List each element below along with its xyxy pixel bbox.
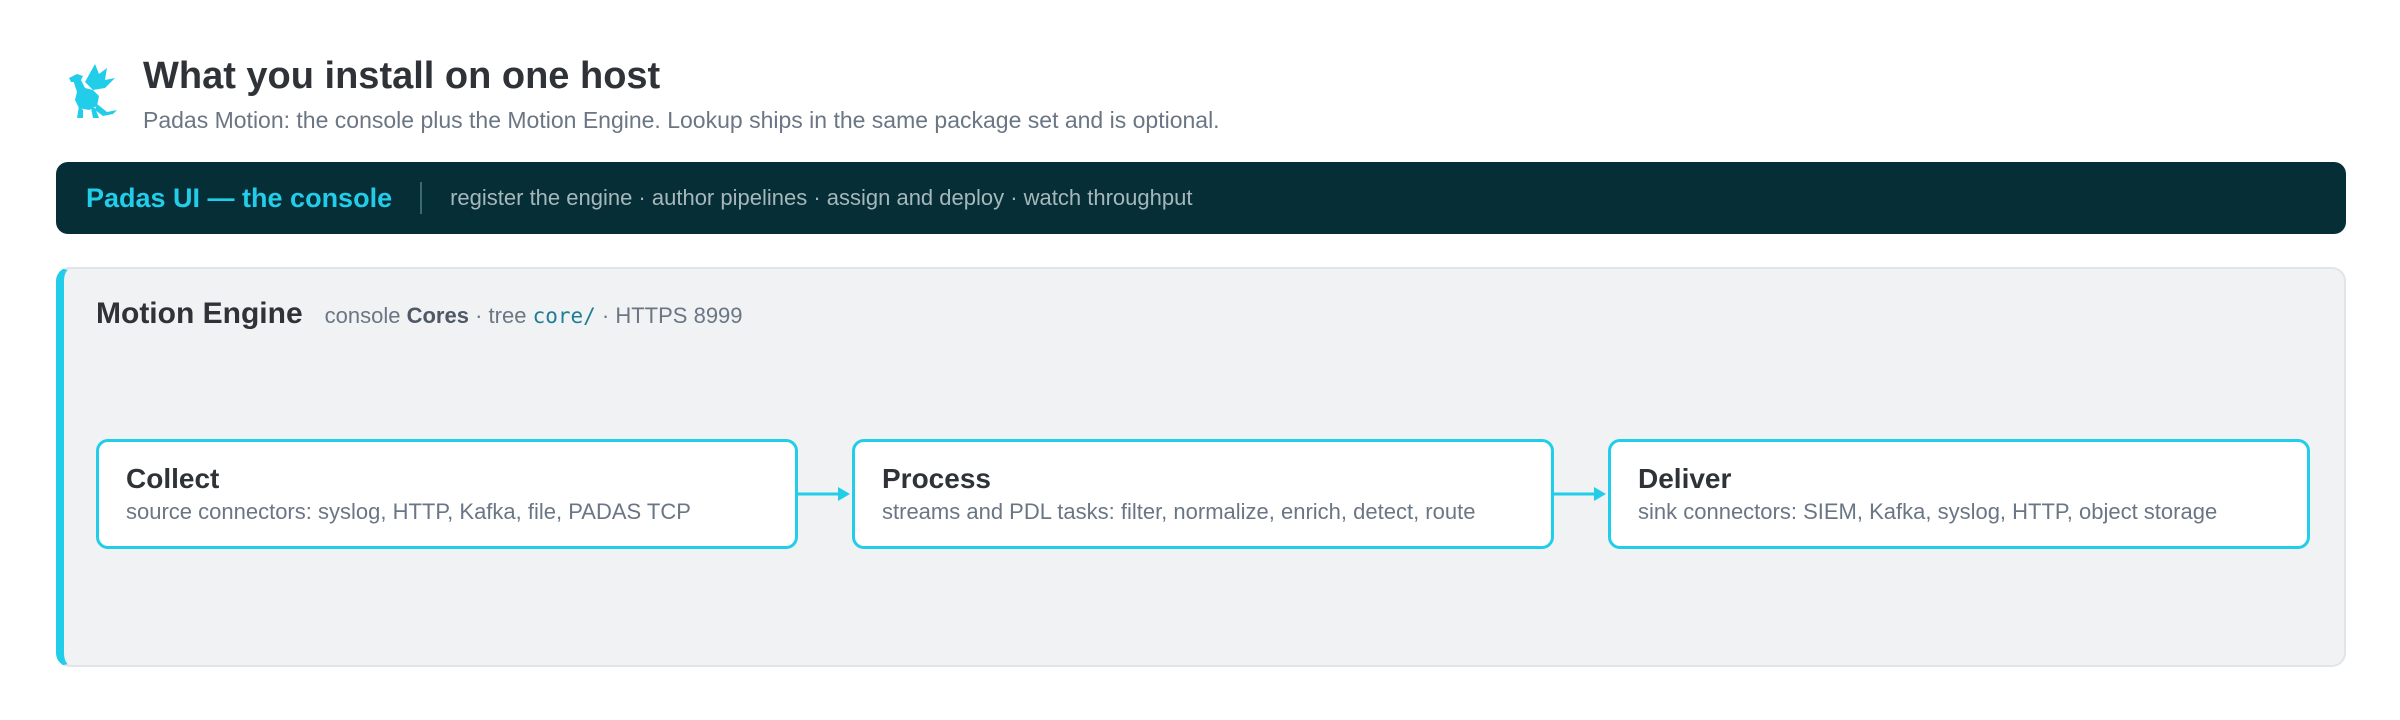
header-text: What you install on one host Padas Motio… [143,52,1220,136]
engine-meta-path: core/ [532,304,596,328]
header: What you install on one host Padas Motio… [55,52,1220,136]
engine-header: Motion Engine console Cores · tree core/… [96,297,743,331]
stage-description: sink connectors: SIEM, Kafka, syslog, HT… [1638,499,2218,524]
arrow-right-icon [798,487,850,501]
stage-deliver: Deliver sink connectors: SIEM, Kafka, sy… [1608,439,2310,549]
engine-meta-tree: · tree [475,303,527,328]
dragon-icon [69,64,117,118]
engine-meta-suffix: · HTTPS 8999 [601,303,743,328]
console-description: register the engine · author pipelines ·… [450,185,1193,210]
console-divider [420,182,423,214]
stage-process: Process streams and PDL tasks: filter, n… [852,439,1554,549]
stage-description: source connectors: syslog, HTTP, Kafka, … [126,499,691,524]
stage-title: Collect [126,463,220,494]
page-title: What you install on one host [143,55,661,97]
console-bar: Padas UI — the console register the engi… [56,162,2346,234]
console-title: Padas UI — the console [86,182,393,213]
engine-title: Motion Engine [96,297,303,330]
stage-collect: Collect source connectors: syslog, HTTP,… [96,439,798,549]
arrow-right-icon [1554,487,1606,501]
stage-title: Deliver [1638,463,1732,494]
engine-meta-cores: Cores [406,303,469,328]
stage-title: Process [882,463,991,494]
engine-meta-prefix: console [324,303,401,328]
engine-panel: Motion Engine console Cores · tree core/… [56,267,2346,667]
stage-description: streams and PDL tasks: filter, normalize… [882,499,1476,524]
page-subtitle: Padas Motion: the console plus the Motio… [143,107,1220,133]
engine-meta: console Cores · tree core/ · HTTPS 8999 [325,303,743,329]
